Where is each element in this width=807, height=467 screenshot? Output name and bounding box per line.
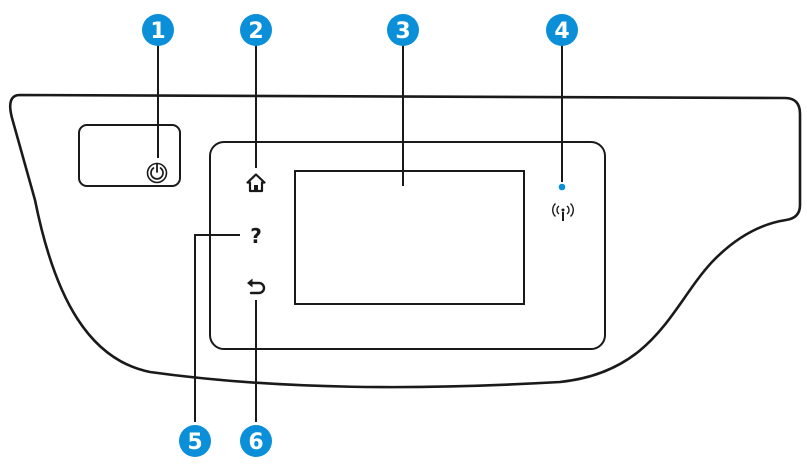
wireless-status-light [558,183,566,191]
callout-5: 5 [179,425,211,457]
control-panel-display[interactable] [294,170,525,305]
help-icon: ? [250,224,262,248]
callout-1: 1 [142,14,174,46]
printer-body-outline [8,93,802,389]
home-icon [246,173,266,193]
svg-text:1: 1 [150,19,165,44]
help-button[interactable]: ? [250,224,262,248]
svg-text:6: 6 [248,430,263,455]
callout-3: 3 [387,14,419,46]
power-button-housing [78,124,181,187]
leader-line-5 [194,234,240,422]
back-button[interactable] [247,278,266,295]
back-arrow-icon [247,278,266,295]
control-panel-frame [209,141,606,350]
svg-text:5: 5 [187,430,202,455]
home-button[interactable] [246,173,266,193]
svg-text:3: 3 [395,19,410,44]
power-icon [146,162,168,184]
power-button[interactable] [146,162,168,184]
svg-text:2: 2 [248,19,263,44]
callout-2: 2 [240,14,272,46]
callout-4: 4 [546,14,578,46]
wireless-icon [552,202,574,221]
svg-text:4: 4 [554,19,569,44]
callout-6: 6 [240,425,272,457]
